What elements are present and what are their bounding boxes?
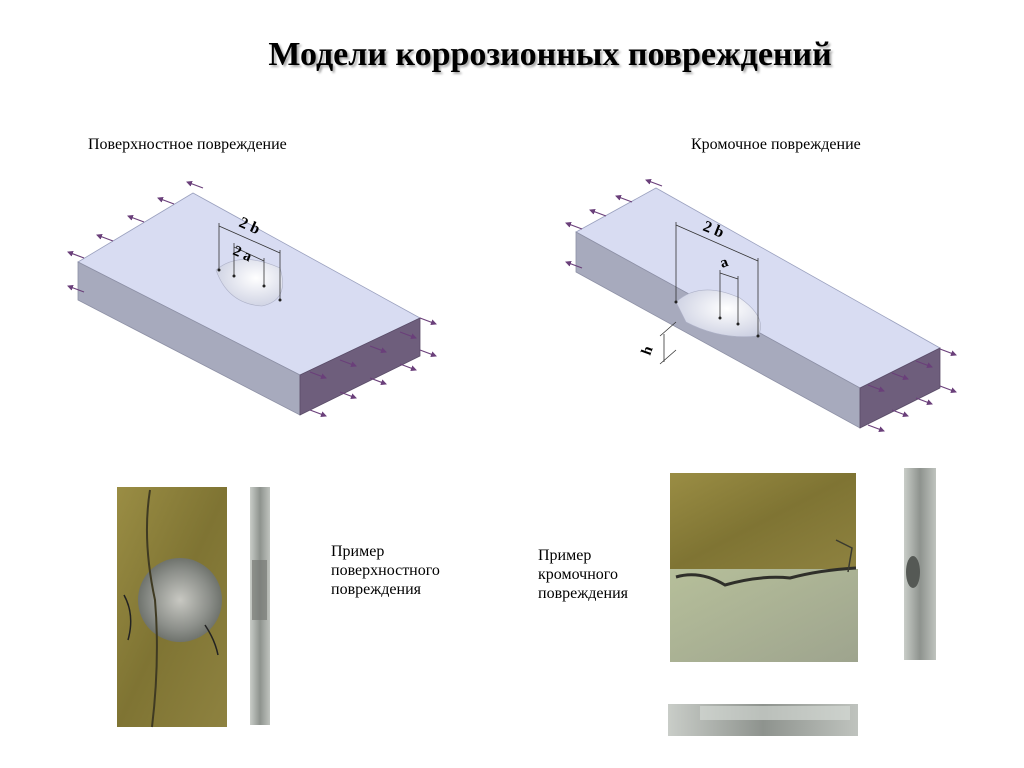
edge-damage-plate: 2 b a h bbox=[565, 178, 957, 433]
edge-damage-caption: Кромочное повреждение bbox=[691, 136, 861, 153]
edge-dim-h: h bbox=[639, 343, 657, 357]
edge-pit bbox=[675, 289, 761, 337]
surface-dim-2a: 2 a bbox=[230, 243, 254, 265]
edge-dimension-lines bbox=[659, 222, 759, 365]
caption-line: повреждения bbox=[538, 585, 628, 602]
surface-dimension-lines bbox=[218, 223, 281, 300]
edge-specimen-side-photo bbox=[904, 468, 936, 660]
surface-load-arrows bbox=[67, 180, 437, 418]
caption-line: повреждения bbox=[331, 581, 421, 598]
edge-damage-example-caption: Пример кромочного повреждения bbox=[538, 546, 698, 603]
plate-end-face bbox=[299, 317, 421, 416]
caption-line: Пример bbox=[331, 543, 385, 560]
edge-dim-2b: 2 b bbox=[701, 218, 727, 242]
surface-specimen-photo bbox=[117, 487, 227, 728]
edge-specimen-photo bbox=[670, 473, 858, 662]
surface-damage-caption: Поверхностное повреждение bbox=[88, 136, 287, 153]
edge-specimen-end-photo bbox=[668, 704, 858, 736]
surface-specimen-side-photo bbox=[250, 487, 270, 725]
edge-load-arrows bbox=[565, 178, 957, 433]
slide-title: Модели коррозионных повреждений bbox=[268, 36, 832, 73]
surface-damage-plate: 2 b 2 a bbox=[67, 180, 437, 418]
caption-line: кромочного bbox=[538, 566, 618, 583]
surface-damage-example-caption: Пример поверхностного повреждения bbox=[331, 542, 491, 599]
surface-pit bbox=[215, 259, 283, 307]
caption-line: поверхностного bbox=[331, 562, 440, 579]
caption-line: Пример bbox=[538, 547, 592, 564]
plate-end-face bbox=[859, 347, 941, 429]
